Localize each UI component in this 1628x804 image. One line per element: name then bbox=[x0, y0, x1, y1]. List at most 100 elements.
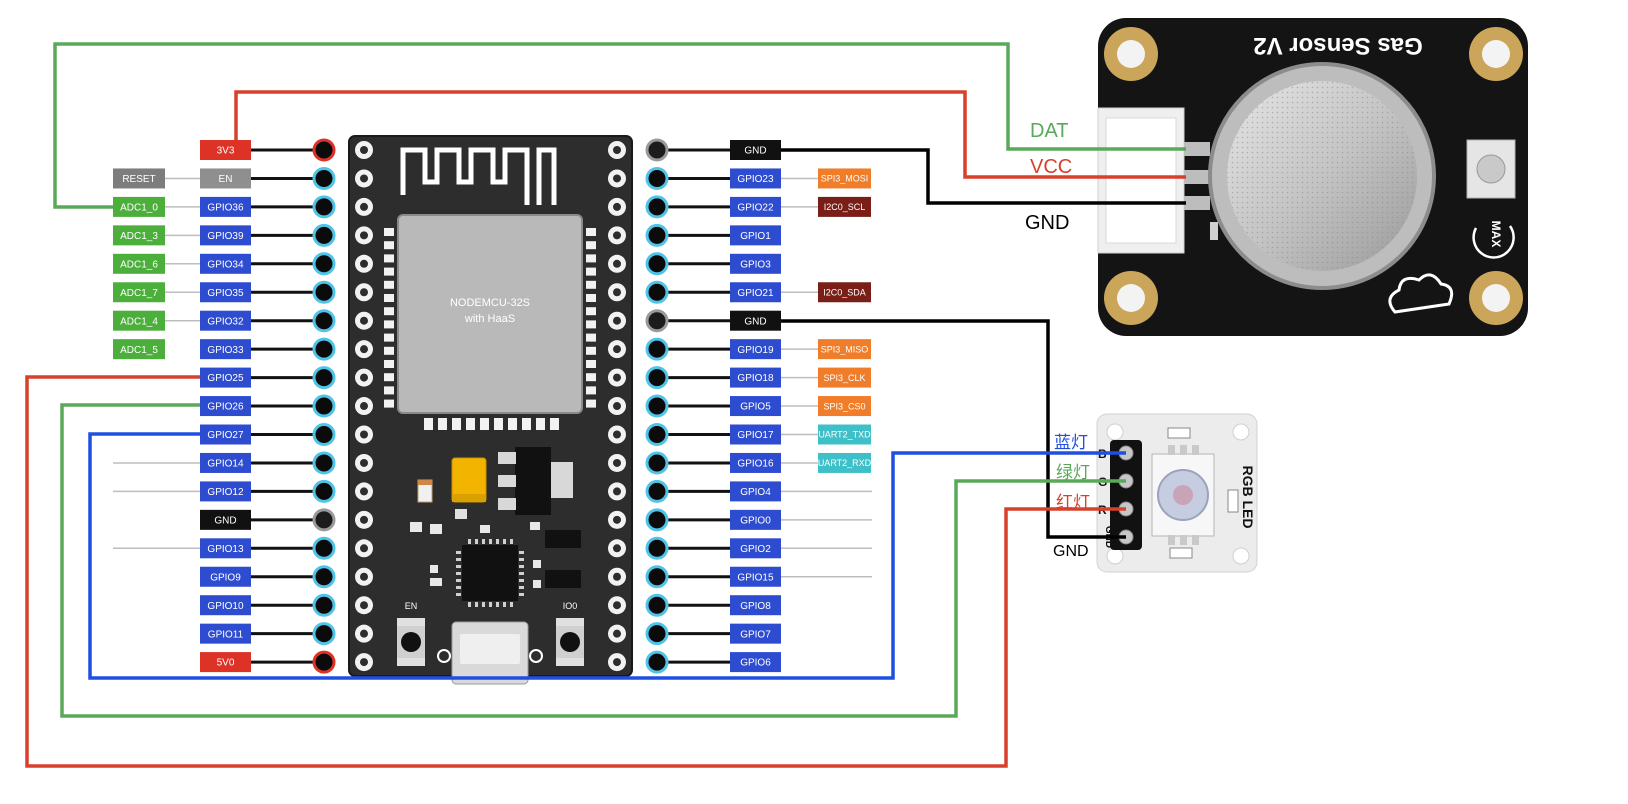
left-pin-row: GPIO26 bbox=[200, 394, 336, 418]
right-pin-connector bbox=[645, 622, 669, 646]
right-pin-gpio4-label: GPIO4 bbox=[740, 487, 771, 498]
right-pin-rows: GNDSPI3_MOSIGPIO23I2C0_SCLGPIO22GPIO1GPI… bbox=[645, 138, 872, 674]
gas-cloud-icon bbox=[1388, 273, 1454, 314]
right-pin-row: GPIO0 bbox=[645, 508, 872, 532]
left-pin-gnd-box bbox=[200, 509, 251, 530]
left-pin-gpio39-label: GPIO39 bbox=[207, 231, 244, 242]
left-pin-connector bbox=[312, 451, 336, 475]
left-func-reset-box bbox=[113, 168, 165, 189]
right-pin-gpio18-box bbox=[730, 367, 781, 388]
left-func-adc1_0-box bbox=[113, 196, 165, 217]
right-pin-row: GPIO15 bbox=[645, 565, 872, 589]
right-pin-gpio3-label: GPIO3 bbox=[740, 259, 771, 270]
right-pin-connector bbox=[645, 451, 669, 475]
right-pin-row: GPIO6 bbox=[645, 650, 781, 674]
left-pin-connector bbox=[312, 252, 336, 276]
right-pin-gnd-box bbox=[730, 310, 781, 331]
right-pin-connector bbox=[645, 138, 669, 162]
board-name-line2: with HaaS bbox=[464, 313, 515, 325]
right-func-uart2_rxd-box bbox=[818, 452, 871, 473]
wire-led-gnd bbox=[781, 319, 1126, 539]
right-pin-gpio15-box bbox=[730, 566, 781, 587]
left-pin-gpio33-box bbox=[200, 339, 251, 360]
left-pin-gpio14-box bbox=[200, 452, 251, 473]
right-pin-connector bbox=[645, 565, 669, 589]
right-pin-connector bbox=[645, 223, 669, 247]
max-label: MAX bbox=[1489, 221, 1503, 248]
left-pin-row: GPIO10 bbox=[200, 593, 336, 617]
left-pin-connector bbox=[312, 166, 336, 190]
left-pin-gpio10-label: GPIO10 bbox=[207, 601, 244, 612]
right-pin-gpio2-label: GPIO2 bbox=[740, 544, 771, 555]
label-green-led: 绿灯 bbox=[1056, 463, 1090, 482]
right-pin-gnd-label: GND bbox=[744, 316, 766, 327]
left-pin-gnd-label: GND bbox=[214, 515, 236, 526]
right-pin-gpio1-box bbox=[730, 225, 781, 246]
left-pin-row: GPIO12 bbox=[113, 479, 336, 503]
right-pin-gpio2-box bbox=[730, 538, 781, 559]
left-pin-gpio10-box bbox=[200, 595, 251, 616]
left-pin-3v3-label: 3V3 bbox=[217, 146, 235, 157]
left-pin-5v0-label: 5V0 bbox=[217, 658, 235, 669]
right-pin-gpio17-label: GPIO17 bbox=[737, 430, 774, 441]
right-pin-row: GND bbox=[645, 309, 781, 333]
left-pin-en-box bbox=[200, 168, 251, 189]
left-func-adc1_7-box bbox=[113, 282, 165, 303]
right-pin-gpio0-label: GPIO0 bbox=[740, 515, 771, 526]
wire-led-green bbox=[60, 403, 1126, 718]
right-pin-gpio17-box bbox=[730, 424, 781, 445]
wire-sensor-vcc bbox=[234, 90, 1186, 179]
right-func-spi3_clk-box bbox=[818, 367, 871, 388]
right-pin-gpio19-box bbox=[730, 339, 781, 360]
right-pin-gpio22-label: GPIO22 bbox=[737, 203, 774, 214]
left-pin-en-label: EN bbox=[219, 174, 233, 185]
left-pin-connector bbox=[312, 138, 336, 162]
io0-button: IO0 bbox=[556, 601, 584, 666]
antenna-trace-icon bbox=[400, 147, 557, 205]
io0-button-label: IO0 bbox=[563, 601, 578, 611]
right-pin-gpio15-label: GPIO15 bbox=[737, 572, 774, 583]
left-pin-gpio13-label: GPIO13 bbox=[207, 544, 244, 555]
right-pin-connector bbox=[645, 252, 669, 276]
left-pin-connector bbox=[312, 650, 336, 674]
left-pin-connector bbox=[312, 423, 336, 446]
en-button-label: EN bbox=[405, 601, 418, 611]
left-func-adc1_0-label: ADC1_0 bbox=[120, 203, 158, 214]
left-pin-gpio27-box bbox=[200, 424, 251, 445]
left-pin-connector bbox=[312, 622, 336, 646]
right-func-spi3_cs0-box bbox=[818, 396, 871, 417]
right-pin-row: GPIO7 bbox=[645, 622, 781, 646]
left-pin-gpio12-box bbox=[200, 481, 251, 502]
left-func-adc1_3-box bbox=[113, 225, 165, 246]
right-pin-gpio6-label: GPIO6 bbox=[740, 658, 771, 669]
right-pin-connector bbox=[645, 195, 669, 219]
module-shield bbox=[397, 214, 583, 414]
left-pin-row: GPIO11 bbox=[200, 622, 336, 646]
right-pin-connector bbox=[645, 337, 669, 361]
left-pin-gpio11-label: GPIO11 bbox=[208, 629, 244, 640]
left-pin-connector bbox=[312, 508, 336, 532]
right-pin-row: GPIO1 bbox=[645, 223, 781, 247]
right-pin-row: GND bbox=[645, 138, 781, 162]
right-pin-gpio16-label: GPIO16 bbox=[737, 459, 774, 470]
left-pin-row: GPIO27 bbox=[200, 423, 336, 446]
wire-led-blue bbox=[88, 432, 1126, 680]
left-pin-gpio36-label: GPIO36 bbox=[207, 203, 244, 214]
left-pin-gpio36-box bbox=[200, 196, 251, 217]
left-pin-3v3-box bbox=[200, 140, 251, 160]
right-pin-gpio19-label: GPIO19 bbox=[737, 345, 774, 356]
left-func-adc1_7-label: ADC1_7 bbox=[120, 288, 158, 299]
en-button: EN bbox=[397, 601, 425, 666]
right-pin-gpio1-label: GPIO1 bbox=[740, 231, 771, 242]
wire-sensor-dat bbox=[53, 42, 1186, 209]
left-pin-row: GPIO14 bbox=[113, 451, 336, 475]
board-holes-right bbox=[608, 141, 626, 672]
